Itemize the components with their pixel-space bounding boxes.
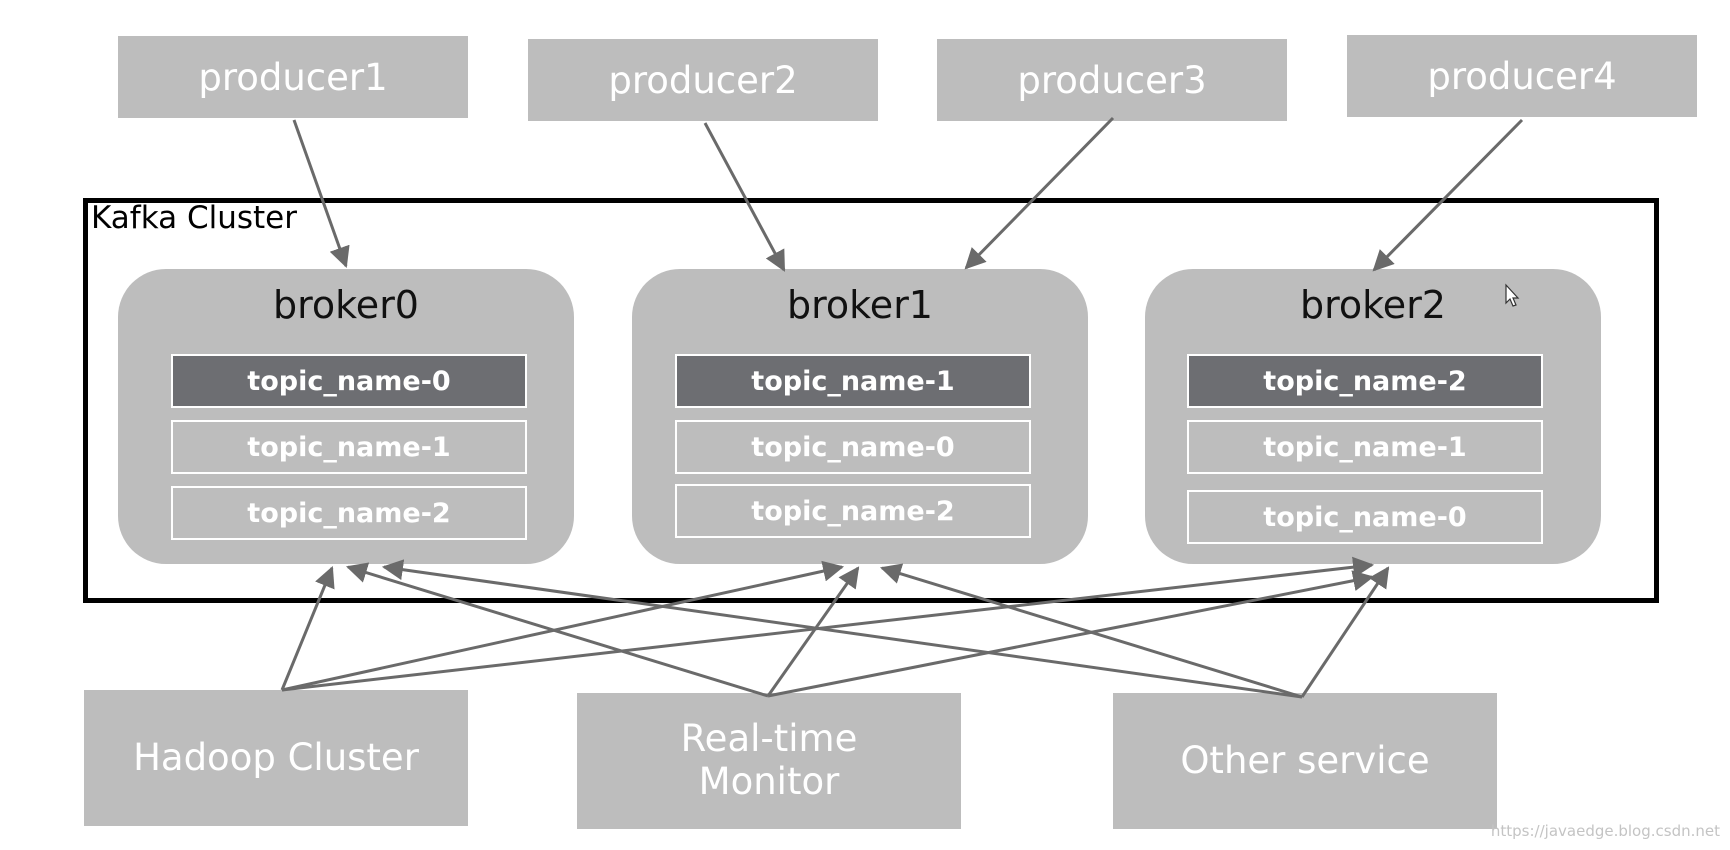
producer-box-1: producer1 <box>118 36 468 118</box>
broker-1-partition-replica: topic_name-2 <box>675 484 1031 538</box>
arrow-hadoop-broker1 <box>281 560 845 692</box>
consumer-hadoop-cluster: Hadoop Cluster <box>84 690 468 826</box>
producer-box-2: producer2 <box>528 39 878 121</box>
producer-box-4: producer4 <box>1347 35 1697 117</box>
broker-0-partition-replica: topic_name-1 <box>171 420 527 474</box>
arrow-monitor-broker0 <box>345 562 769 698</box>
arrow-hadoop-broker2 <box>281 556 1375 692</box>
arrow-monitor-broker2 <box>767 570 1375 698</box>
arrow-producer1-broker0 <box>292 119 350 268</box>
arrow-other-broker1 <box>879 563 1303 699</box>
arrow-hadoop-broker0 <box>280 566 335 691</box>
kafka-cluster-frame <box>83 198 1659 603</box>
consumer-other-service: Other service <box>1113 693 1497 829</box>
arrow-monitor-broker1 <box>766 566 860 697</box>
kafka-cluster-label: Kafka Cluster <box>91 200 297 236</box>
broker-0-title: broker0 <box>273 283 419 327</box>
consumer-label-line2: Monitor <box>698 760 840 803</box>
broker-1-partition-leader: topic_name-1 <box>675 354 1031 408</box>
watermark: https://javaedge.blog.csdn.net <box>1490 822 1720 840</box>
broker-0-partition-leader: topic_name-0 <box>171 354 527 408</box>
consumer-label-line1: Hadoop Cluster <box>133 735 419 779</box>
mouse-cursor-icon <box>1505 283 1520 307</box>
arrow-producer4-broker2 <box>1372 118 1524 272</box>
arrow-producer2-broker1 <box>703 122 786 272</box>
broker-1-partition-replica: topic_name-0 <box>675 420 1031 474</box>
arrow-producer3-broker1 <box>964 116 1115 270</box>
consumer-label-line1: Real-time <box>680 717 858 761</box>
producer-box-3: producer3 <box>937 39 1287 121</box>
broker-0-partition-replica: topic_name-2 <box>171 486 527 540</box>
broker-2-partition-replica: topic_name-1 <box>1187 420 1543 474</box>
broker-2-partition-replica: topic_name-0 <box>1187 490 1543 544</box>
consumer-realtime-monitor: Real-time Monitor <box>577 693 961 829</box>
broker-2-title: broker2 <box>1300 283 1446 327</box>
arrow-other-broker0 <box>381 559 1303 699</box>
broker-2-partition-leader: topic_name-2 <box>1187 354 1543 408</box>
broker-1-title: broker1 <box>787 283 933 327</box>
consumer-label-line1: Other service <box>1180 738 1430 782</box>
arrow-other-broker2 <box>1300 566 1390 698</box>
